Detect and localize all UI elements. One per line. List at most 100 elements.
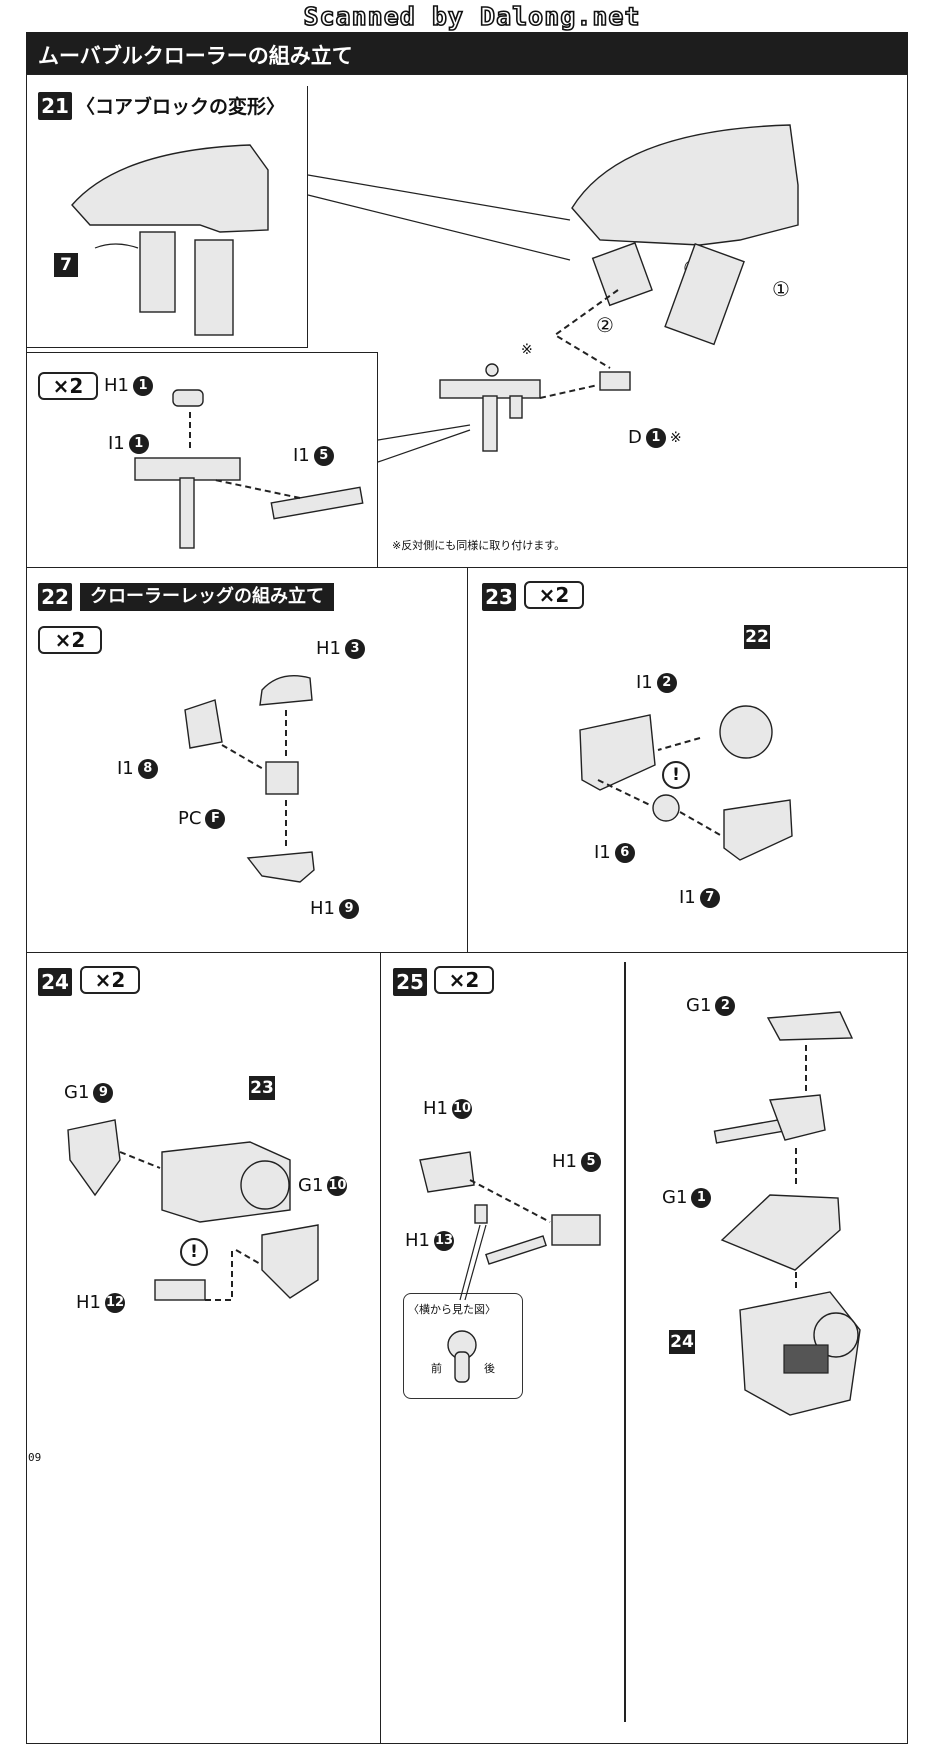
part-h1-10: H1 10 [423,1098,472,1119]
part-d-1: D 1 ※ [628,427,682,448]
part-i1-5: I1 5 [293,445,334,466]
step-21-times: ×2 [38,372,98,400]
part-i1-7: I1 7 [679,887,720,908]
step-21-note: ※反対側にも同様に取り付けます。 [392,539,566,552]
part-label: I1 [594,842,611,863]
part-label: I1 [108,433,125,454]
core-block-small [71,144,269,336]
gun-mark: ※ [521,342,533,358]
side-view-title: 〈横から見た図〉 [408,1303,496,1316]
part-g1-1: G1 1 [662,1187,712,1208]
part-label: I1 [636,672,653,693]
part-num-circle: 12 [105,1292,125,1313]
part-num-circle: 7 [699,887,720,908]
leg-knee-assembly [579,705,793,861]
part-num-circle: 2 [715,995,736,1016]
part-g1-2: G1 2 [686,995,736,1016]
step-circle-1b: ① [772,277,790,301]
part-h1-13: H1 13 [405,1230,454,1251]
part-num-circle: 3 [345,638,365,659]
part-label: G1 [686,995,712,1016]
part-num-circle: 1 [691,1187,712,1208]
crawler-final-assembly [713,1011,861,1416]
part-i1-1: I1 1 [108,433,149,454]
step-22-times: ×2 [38,626,102,654]
part-num-circle: 5 [313,445,334,466]
page-number: 09 [28,1451,42,1464]
part-label: I1 [117,758,134,779]
part-label: G1 [64,1082,90,1103]
part-num-circle: 13 [434,1230,454,1251]
step-22-subtitle: クローラーレッグの組み立て [80,583,334,611]
gun-mount-assembly [419,1151,601,1383]
part-label: D [628,427,642,448]
part-num-circle: 9 [93,1082,114,1103]
leg-joint-assembly [184,675,315,883]
part-num-circle: 6 [614,842,635,863]
header-bar [26,32,908,74]
part-label: I1 [293,445,310,466]
watermark: Scanned by Dalong.net [303,1,641,32]
part-h1-5: H1 5 [552,1151,601,1172]
illustration-layer [67,124,861,1416]
step-23-number: 23 [482,583,516,611]
step-24-times: ×2 [80,966,140,994]
step-23-times: ×2 [524,581,584,609]
part-i1-2: I1 2 [636,672,677,693]
part-num-circle: 1 [645,427,666,448]
step-21-title: 〈コアブロックの変形〉 [76,96,286,118]
part-label: G1 [662,1187,688,1208]
part-num-circle: 1 [128,433,149,454]
part-label: H1 [104,375,129,396]
part-label: H1 [552,1151,577,1172]
part-num-circle: 5 [581,1151,601,1172]
core-block-large [571,124,799,346]
part-label: I1 [679,887,696,908]
step-21-detail-box [26,86,308,348]
part-num-circle: 2 [656,672,677,693]
step-25-number: 25 [393,968,427,996]
part-h1-12: H1 12 [76,1292,125,1313]
step-24-ref-23: 23 [249,1076,275,1100]
step-25-times: ×2 [434,966,494,994]
part-label: H1 [405,1230,430,1251]
step-21-ref-7: 7 [54,253,78,277]
step-22-number: 22 [38,583,72,611]
caution-icon: ! [662,761,690,789]
page-title: ムーバブルクローラーの組み立て [38,44,353,68]
part-g1-10: G1 10 [298,1175,348,1196]
part-label: G1 [298,1175,324,1196]
step-24-number: 24 [38,968,72,996]
part-label: H1 [310,898,335,919]
part-i1-6: I1 6 [594,842,635,863]
part-i1-8: I1 8 [117,758,158,779]
step-21-number: 21 [38,92,72,120]
part-h1-3: H1 3 [316,638,365,659]
leg-body-assembly [67,1119,319,1301]
part-label: H1 [423,1098,448,1119]
step-25-divider [624,962,626,1722]
gun-part-small [134,389,364,549]
part-pc-f: PC F [178,808,226,829]
side-view-back: 後 [484,1362,495,1375]
part-num-circle: 8 [137,758,158,779]
gun-part-large [439,363,541,452]
part-label: H1 [76,1292,101,1313]
part-num-circle: 1 [133,375,153,396]
part-h1-1: H1 1 [104,375,153,396]
step-21-gun-box [26,352,378,568]
step-25-ref-24: 24 [669,1330,695,1354]
part-num-circle: 9 [339,898,359,919]
part-h1-9: H1 9 [310,898,359,919]
part-label: PC [178,808,202,829]
step-23-ref-22: 22 [744,625,770,649]
part-mark: ※ [669,429,682,446]
caution-icon: ! [180,1238,208,1266]
part-num-circle: 10 [452,1098,472,1119]
part-num-circle: 10 [327,1175,348,1196]
part-label: H1 [316,638,341,659]
part-num-circle: F [205,808,226,829]
side-view-front: 前 [431,1362,442,1375]
step-circle-2: ② [596,313,614,337]
part-g1-9: G1 9 [64,1082,114,1103]
